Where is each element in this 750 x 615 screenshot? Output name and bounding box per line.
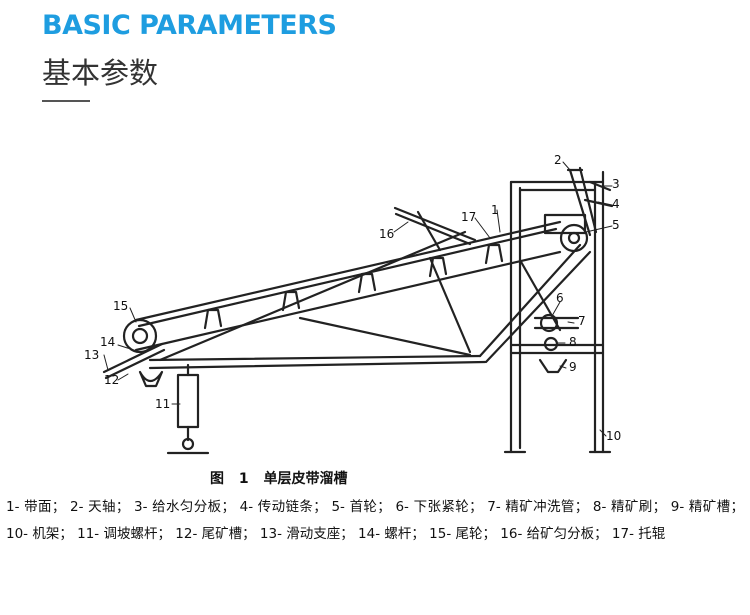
label-2: 2 (554, 153, 562, 167)
lower-assembly (533, 313, 580, 374)
label-7: 7 (578, 314, 586, 328)
title-divider (42, 100, 90, 102)
tail-assembly (102, 318, 166, 380)
label-17: 17 (461, 210, 476, 224)
label-13: 13 (84, 348, 99, 362)
label-16: 16 (379, 227, 394, 241)
figure-caption: 图 1 单层皮带溜槽 (210, 471, 348, 487)
part-labels: 1 2 3 4 5 6 7 8 9 10 11 12 13 14 15 16 1… (84, 153, 621, 443)
slope-adjusting-screw (166, 363, 210, 455)
tail-trough (138, 370, 164, 388)
label-3: 3 (612, 177, 620, 191)
drive-assembly (543, 166, 614, 253)
label-10: 10 (606, 429, 621, 443)
label-15: 15 (113, 299, 128, 313)
label-12: 12 (104, 373, 119, 387)
feed-distribution-plate (393, 206, 477, 252)
label-1: 1 (491, 203, 499, 217)
section-title-en: BASIC PARAMETERS (42, 10, 337, 41)
belt-surface (134, 220, 562, 352)
label-4: 4 (612, 197, 620, 211)
label-8: 8 (569, 335, 577, 349)
label-9: 9 (569, 360, 577, 374)
truss (148, 230, 592, 370)
label-6: 6 (556, 291, 564, 305)
idlers (203, 243, 504, 330)
section-title-cn: 基本参数 (42, 56, 159, 90)
label-14: 14 (100, 335, 115, 349)
figure-legend: 1- 带面； 2- 天轴； 3- 给水匀分板； 4- 传动链条； 5- 首轮； … (6, 499, 744, 542)
label-11: 11 (155, 397, 170, 411)
label-5: 5 (612, 218, 620, 232)
leader-lines (103, 161, 613, 437)
